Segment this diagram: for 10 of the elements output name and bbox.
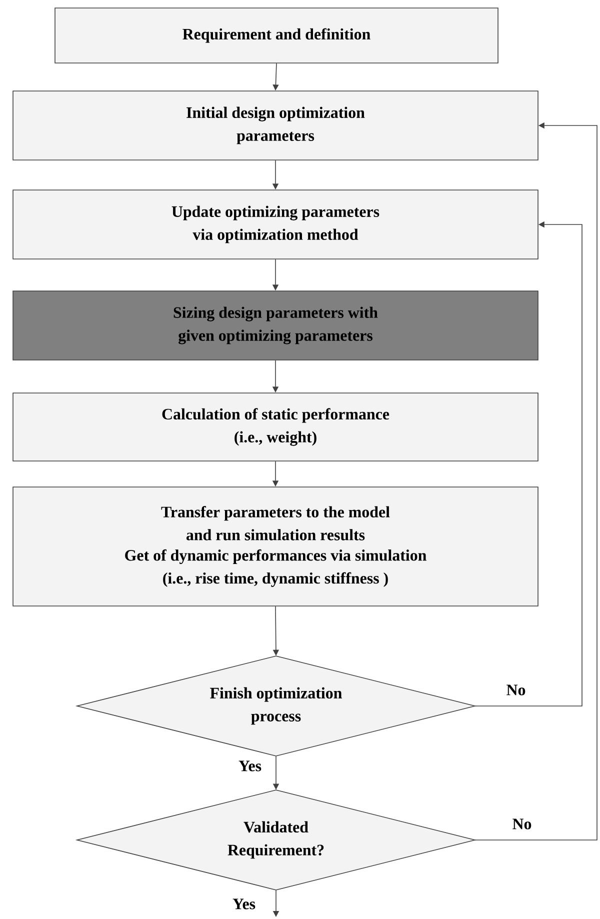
process-box: Update optimizing parameters via optimization method [12,190,538,260]
edge-label: No [511,818,533,830]
process-box: Requirement and definition [54,8,498,64]
edge-label: Yes [238,760,262,772]
process-box: Sizing design parameters with given optimizing parameters [12,290,538,360]
edge-label: Yes [232,898,256,910]
process-box: Initial design optimization parameters [12,90,538,160]
edge-label: No [505,684,527,696]
process-box: Transfer parameters to the model and run simulation results Get of dynamic performances via simulation (i.e., rise time, dynamic stiffness ) [12,486,538,606]
process-box: Calculation of static performance (i.e., weight) [12,392,538,462]
